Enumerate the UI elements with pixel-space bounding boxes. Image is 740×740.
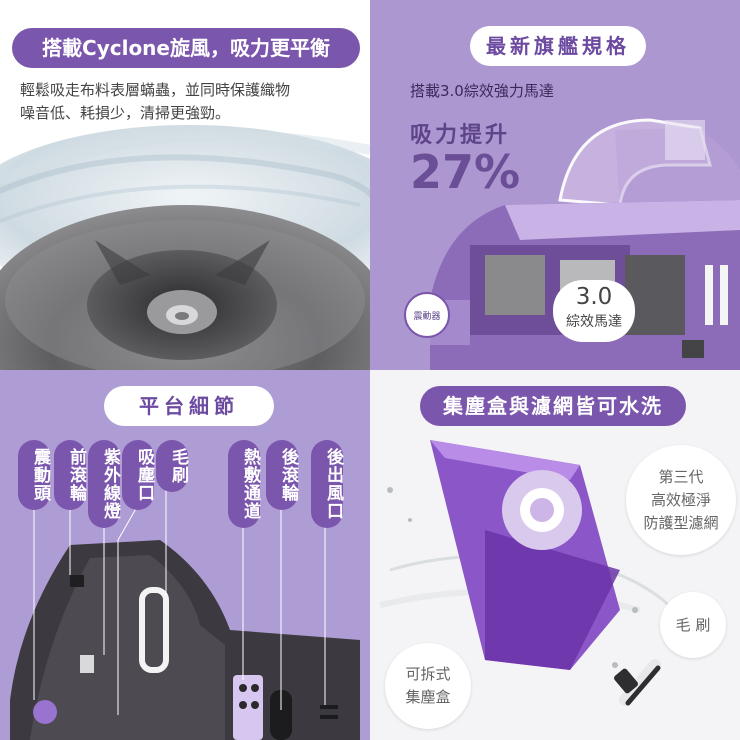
dust-box-image: [379, 440, 702, 706]
motor-badge-number: 3.0: [575, 284, 613, 310]
cyclone-fan-image: [0, 125, 370, 370]
dust-box-label-circle: 可拆式 集塵盒: [385, 643, 471, 729]
motor-badge: 3.0 綜效馬達: [553, 280, 635, 342]
vibrator-tag: 震動器: [404, 292, 450, 338]
panel3-title: 平台細節: [139, 394, 239, 418]
label-front-roller: 前滾輪: [54, 440, 86, 510]
panel1-title-pill: 搭載Cyclone旋風，吸力更平衡: [12, 28, 360, 68]
panel1-title: 搭載Cyclone旋風，吸力更平衡: [42, 36, 330, 60]
washable-parts-panel: 集塵盒與濾網皆可水洗 第三代 高效極淨 防護型濾網 毛 刷 可拆式 集塵盒: [370, 370, 740, 740]
panel4-title-pill: 集塵盒與濾網皆可水洗: [420, 386, 686, 426]
panel2-title-pill: 最新旗艦規格: [470, 26, 646, 66]
panel2-title: 最新旗艦規格: [486, 34, 630, 58]
brush-label: 毛 刷: [675, 615, 711, 634]
suction-label: 吸力提升: [410, 123, 511, 148]
panel1-desc-line1: 輕鬆吸走布料表層蟎蟲，並同時保護織物: [20, 81, 291, 99]
motor-caption: 搭載3.0綜效強力馬達: [410, 82, 554, 100]
vacuum-underside-image: [10, 490, 360, 740]
motor-spec-panel: 最新旗艦規格 搭載3.0綜效強力馬達 吸力提升 27% 震動器 3.0 綜效馬達: [370, 0, 740, 370]
panel4-title: 集塵盒與濾網皆可水洗: [443, 394, 663, 418]
platform-detail-panel: 平台細節: [0, 370, 370, 740]
dust-box-label-line1: 可拆式: [405, 665, 451, 683]
cyclone-panel: 搭載Cyclone旋風，吸力更平衡 輕鬆吸走布料表層蟎蟲，並同時保護織物 噪音低…: [0, 0, 370, 370]
panel1-desc-line2: 噪音低、耗損少，清掃更強勁。: [20, 104, 231, 122]
filter-label-circle: 第三代 高效極淨 防護型濾網: [626, 445, 736, 555]
vibrator-tag-text: 震動器: [413, 311, 441, 322]
label-rear-exhaust: 後出風口: [311, 440, 343, 528]
filter-label-line3: 防護型濾網: [643, 513, 719, 532]
label-vibration-head: 震動頭: [18, 440, 50, 510]
panel1-description: 輕鬆吸走布料表層蟎蟲，並同時保護織物 噪音低、耗損少，清掃更強勁。: [20, 79, 360, 125]
motor-badge-text: 綜效馬達: [566, 314, 622, 330]
label-heat-channel: 熱敷通道: [228, 440, 260, 528]
brush-label-circle: 毛 刷: [660, 592, 726, 658]
dust-box-label-line2: 集塵盒: [405, 688, 451, 706]
panel3-title-pill: 平台細節: [104, 386, 274, 426]
label-rear-roller: 後滾輪: [266, 440, 298, 510]
suction-value: 27%: [410, 145, 521, 199]
label-brush: 毛刷: [156, 440, 188, 492]
filter-label-line1: 第三代: [658, 467, 704, 486]
filter-label-line2: 高效極淨: [650, 490, 711, 509]
vacuum-cutaway-image: [430, 118, 740, 370]
label-suction-port: 吸塵口: [122, 440, 154, 510]
label-uv-lamp: 紫外線燈: [88, 440, 120, 528]
